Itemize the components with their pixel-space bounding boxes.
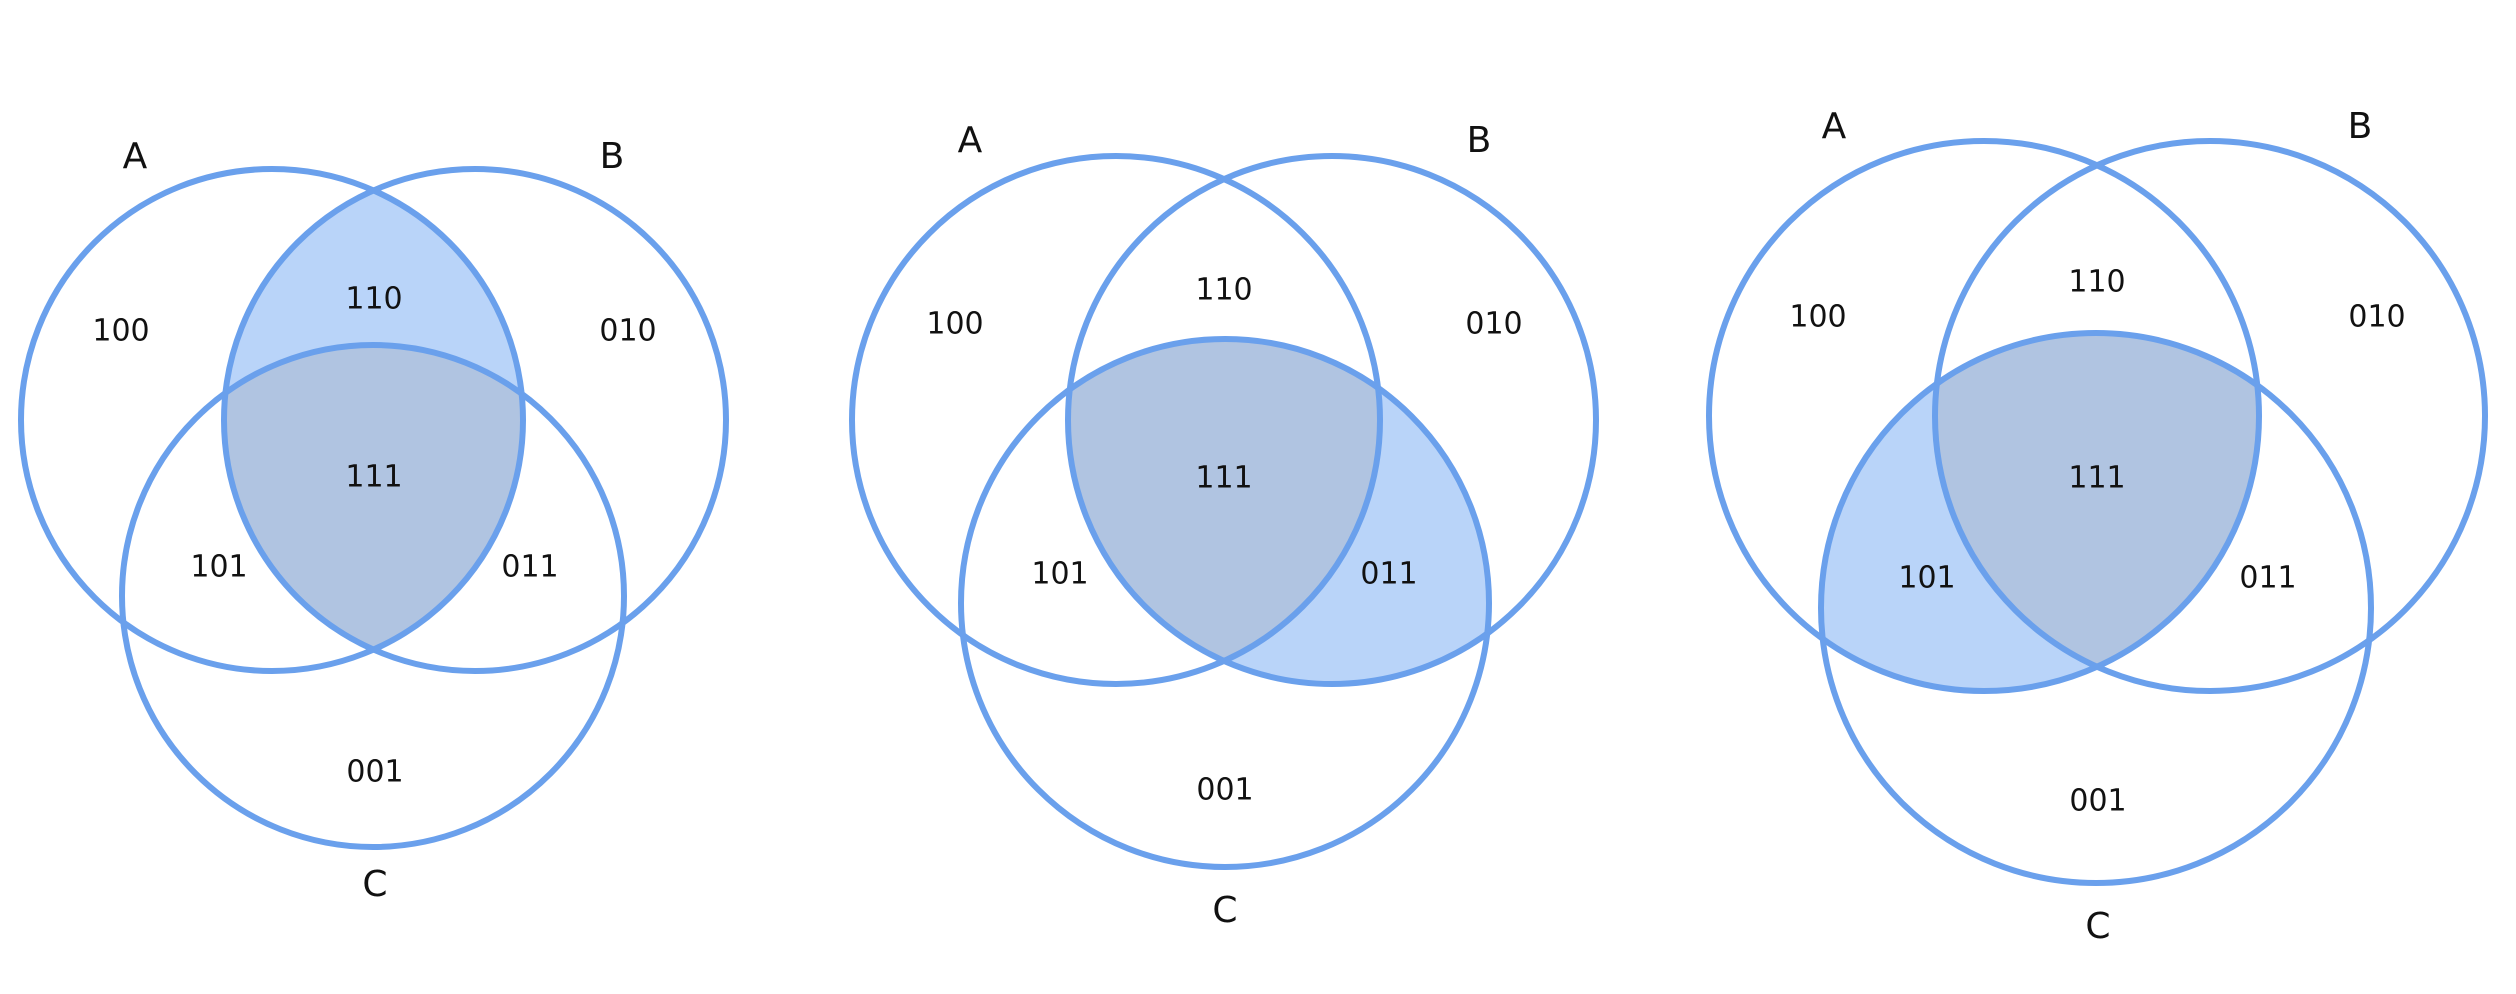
- set-a-label: A: [1822, 106, 1847, 147]
- set-c-label: C: [2085, 906, 2110, 947]
- region-111-fill: [1935, 333, 2259, 691]
- region-111-fill: [224, 345, 523, 671]
- set-c-circle: [119, 342, 627, 850]
- region-010-label: 010: [2348, 300, 2405, 335]
- region-001-label: 001: [2069, 784, 2126, 819]
- region-110-label: 110: [1195, 273, 1252, 308]
- venn-diagram-2: A B C 100 010 110 111 101 011 001: [849, 120, 1599, 931]
- region-100-label: 100: [1789, 300, 1846, 335]
- region-011-label: 011: [2239, 561, 2296, 596]
- region-010-label: 010: [599, 314, 656, 349]
- region-101-label: 101: [190, 550, 247, 585]
- region-111-label: 111: [2068, 461, 2125, 496]
- set-c-label: C: [1212, 890, 1237, 931]
- set-b-label: B: [2348, 106, 2373, 147]
- region-111-label: 111: [1195, 461, 1252, 496]
- region-011-label: 011: [501, 550, 558, 585]
- region-111-fill: [1068, 339, 1380, 684]
- venn-diagram-1: A B C 100 010 110 111 101 011 001: [18, 136, 729, 905]
- region-101-label: 101: [1031, 557, 1088, 592]
- set-a-label: A: [958, 120, 983, 161]
- set-a-label: A: [123, 136, 148, 177]
- region-100-label: 100: [926, 307, 983, 342]
- region-011-label: 011: [1360, 557, 1417, 592]
- set-b-circle: [1065, 153, 1599, 687]
- set-b-circle: [1932, 138, 2488, 694]
- region-110-label: 110: [2068, 265, 2125, 300]
- set-a-circle: [18, 166, 526, 674]
- region-101-label: 101: [1898, 561, 1955, 596]
- set-b-circle: [221, 166, 729, 674]
- set-a-circle: [1706, 138, 2262, 694]
- region-110-label: 110: [345, 282, 402, 317]
- set-c-label: C: [362, 864, 387, 905]
- set-c-circle: [1818, 330, 2374, 886]
- region-001-label: 001: [1196, 773, 1253, 808]
- set-b-label: B: [1467, 120, 1492, 161]
- region-100-label: 100: [92, 314, 149, 349]
- venn-diagram-3: A B C 100 010 110 111 101 011 001: [1706, 106, 2488, 947]
- set-a-circle: [849, 153, 1383, 687]
- region-111-label: 111: [345, 460, 402, 495]
- set-c-circle: [958, 336, 1492, 870]
- set-b-label: B: [600, 136, 625, 177]
- region-010-label: 010: [1465, 307, 1522, 342]
- region-001-label: 001: [346, 755, 403, 790]
